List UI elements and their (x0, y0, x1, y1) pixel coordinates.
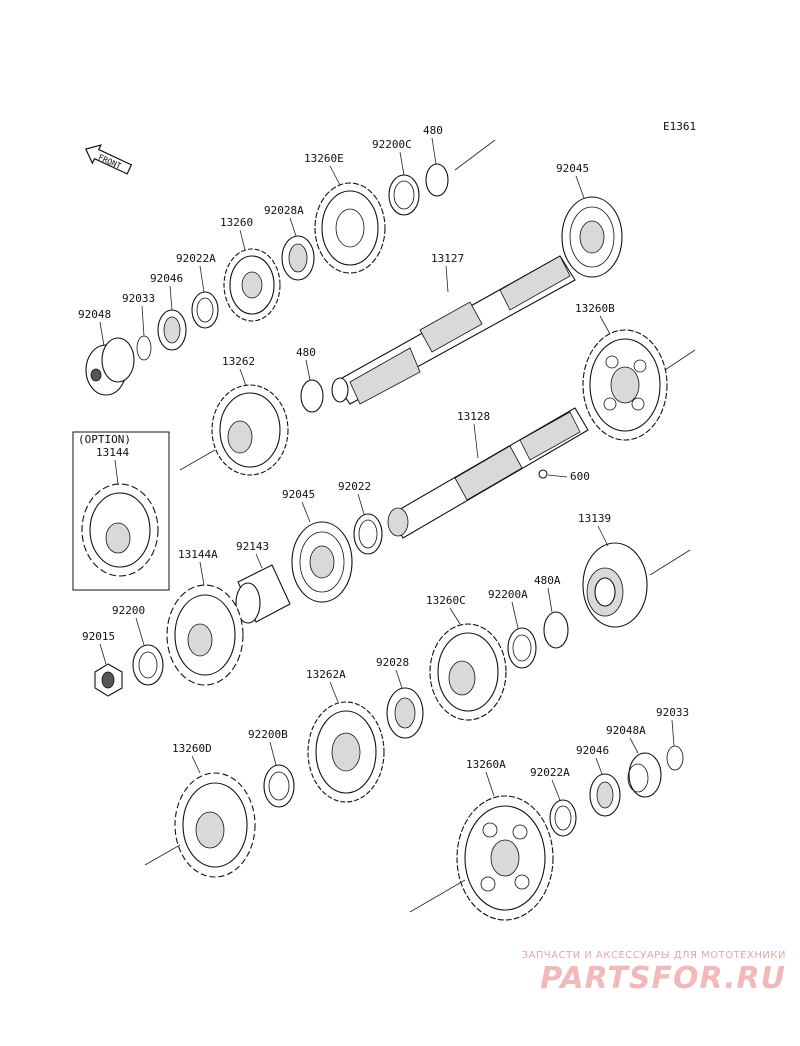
part-92048A-collar[interactable] (627, 752, 662, 798)
label-92033: 92033 (122, 292, 155, 305)
watermark-subtitle: ЗАПЧАСТИ И АКСЕССУАРЫ ДЛЯ МОТОТЕХНИКИ (521, 950, 786, 961)
part-92048-collar[interactable] (85, 337, 135, 396)
label-13260B: 13260B (575, 302, 615, 315)
part-labels: 92048 92033 92046 92022A 13260 92028A 13… (78, 124, 689, 801)
part-92022A-washer-low[interactable] (549, 799, 577, 837)
label-92022: 92022 (338, 480, 371, 493)
label-92028A: 92028A (264, 204, 304, 217)
part-600-ball[interactable] (538, 469, 548, 479)
label-92028: 92028 (376, 656, 409, 669)
label-13128: 13128 (457, 410, 490, 423)
label-13260A: 13260A (466, 758, 506, 771)
diagram-code: E1361 (663, 120, 696, 133)
label-480-mid: 480 (296, 346, 316, 359)
part-92028-bearing[interactable] (386, 687, 424, 739)
part-13127-shaft[interactable] (331, 255, 576, 405)
part-480A-circlip[interactable] (543, 611, 569, 649)
part-92200C-washer[interactable] (388, 174, 420, 216)
label-13262: 13262 (222, 355, 255, 368)
label-13144: 13144 (96, 446, 129, 459)
watermark-brand: PARTSFOR.RU (540, 961, 786, 996)
option-label: (OPTION) (78, 433, 131, 446)
part-92033-circlip-low[interactable] (666, 745, 684, 771)
front-arrow-icon: FRONT (84, 144, 133, 175)
part-92200A-washer[interactable] (507, 627, 537, 669)
label-92046-low: 92046 (576, 744, 609, 757)
part-92046-bearing-low[interactable] (589, 773, 621, 817)
part-480-circlip-top[interactable] (425, 163, 449, 197)
label-13139: 13139 (578, 512, 611, 525)
part-13139-hub[interactable] (582, 542, 648, 628)
part-92033-circlip[interactable] (136, 335, 152, 361)
part-13144-sprocket[interactable] (81, 483, 159, 577)
part-92200B-washer[interactable] (263, 764, 295, 808)
part-92015-nut[interactable] (94, 663, 123, 697)
part-13260B-gear[interactable] (582, 329, 668, 441)
label-92048A: 92048A (606, 724, 646, 737)
label-92022A: 92022A (176, 252, 216, 265)
label-13260C: 13260C (426, 594, 466, 607)
label-13144A: 13144A (178, 548, 218, 561)
part-92200-washer[interactable] (132, 644, 164, 686)
label-13260D: 13260D (172, 742, 212, 755)
part-13144A-sprocket[interactable] (166, 584, 244, 686)
part-13260D-gear[interactable] (174, 772, 256, 878)
label-480-top: 480 (423, 124, 443, 137)
label-92200A: 92200A (488, 588, 528, 601)
part-13260E-gear[interactable] (314, 182, 386, 274)
label-92022A-low: 92022A (530, 766, 570, 779)
part-13128-shaft[interactable] (387, 407, 589, 539)
part-92046-bearing[interactable] (157, 309, 187, 351)
label-92015: 92015 (82, 630, 115, 643)
part-13260-gear[interactable] (223, 248, 281, 322)
label-92046: 92046 (150, 272, 183, 285)
label-92200: 92200 (112, 604, 145, 617)
label-480A: 480A (534, 574, 561, 587)
part-92028A-bearing[interactable] (281, 235, 315, 281)
option-box: (OPTION) (72, 431, 170, 591)
label-13260: 13260 (220, 216, 253, 229)
part-92022A-washer[interactable] (191, 291, 219, 329)
part-13262-gear[interactable] (211, 384, 289, 476)
part-92045-bearing-top[interactable] (561, 196, 623, 278)
part-480-circlip-mid[interactable] (300, 379, 324, 413)
label-13127: 13127 (431, 252, 464, 265)
watermark: ЗАПЧАСТИ И АКСЕССУАРЫ ДЛЯ МОТОТЕХНИКИ PA… (522, 950, 786, 996)
label-600: 600 (570, 470, 590, 483)
label-92200C: 92200C (372, 138, 412, 151)
part-13260A-gear[interactable] (456, 795, 554, 921)
label-92143: 92143 (236, 540, 269, 553)
part-92045-bearing-mid[interactable] (291, 521, 353, 603)
part-92143-collar[interactable] (235, 564, 291, 624)
part-92022-washer[interactable] (353, 513, 383, 555)
part-13262A-gear[interactable] (307, 701, 385, 803)
label-92048: 92048 (78, 308, 111, 321)
part-13260C-gear[interactable] (429, 623, 507, 721)
label-13262A: 13262A (306, 668, 346, 681)
label-92200B: 92200B (248, 728, 288, 741)
label-13260E: 13260E (304, 152, 344, 165)
label-92045-mid: 92045 (282, 488, 315, 501)
label-92033-low: 92033 (656, 706, 689, 719)
label-92045-top: 92045 (556, 162, 589, 175)
